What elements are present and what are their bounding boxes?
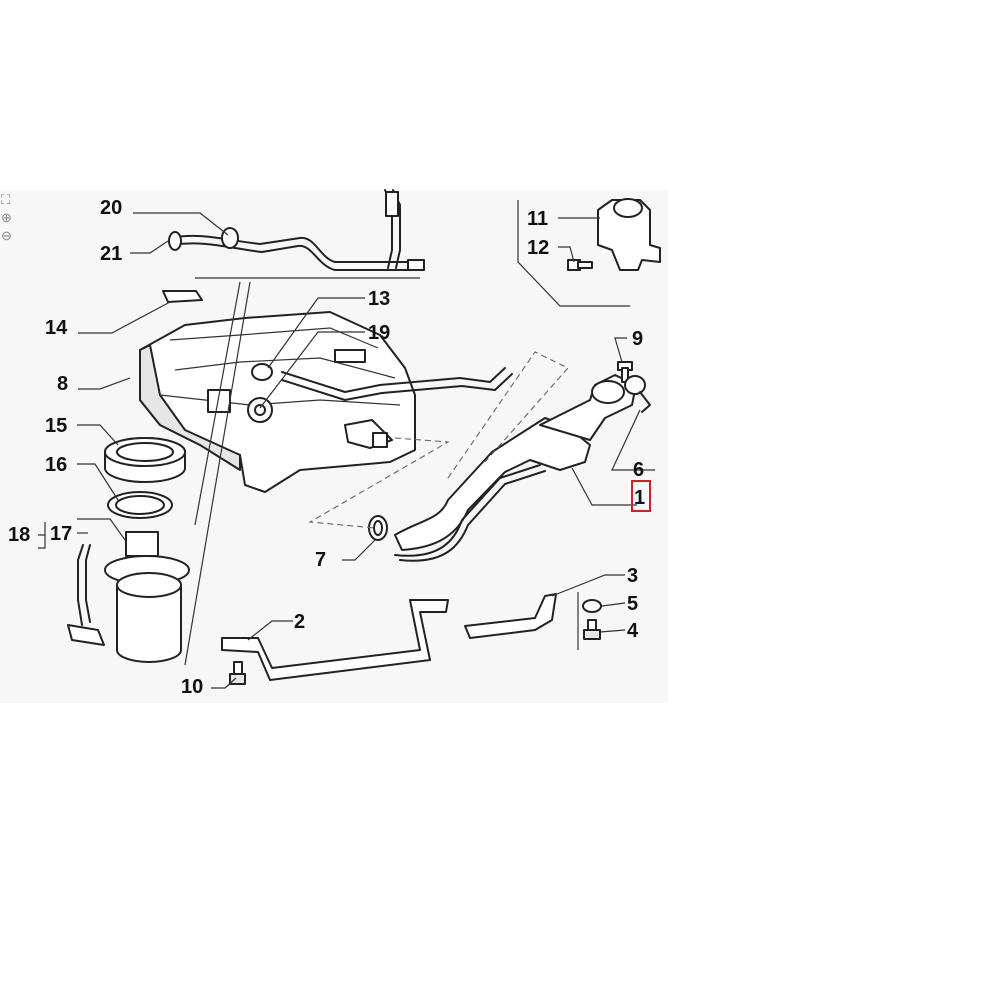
grouping-brackets — [38, 200, 630, 666]
viewer-toolbar: ⛶ ⊕ ⊖ — [0, 192, 12, 243]
part-16-seal — [107, 491, 173, 519]
callout-9[interactable]: 9 — [632, 328, 643, 350]
callout-2[interactable]: 2 — [294, 611, 305, 633]
callout-20[interactable]: 20 — [100, 197, 122, 219]
zoom-out-icon[interactable]: ⊖ — [1, 228, 12, 243]
callout-7[interactable]: 7 — [315, 549, 326, 571]
callout-13[interactable]: 13 — [368, 288, 390, 310]
callout-15[interactable]: 15 — [45, 415, 67, 437]
part-5-nut — [582, 599, 602, 613]
callout-14[interactable]: 14 — [45, 317, 68, 339]
callout-labels: 1 2 3 4 5 6 7 8 9 10 11 12 13 14 15 16 1… — [8, 197, 645, 698]
selected-callout-highlight — [631, 480, 651, 512]
callout-18[interactable]: 18 — [8, 524, 30, 546]
part-4-bolt — [583, 619, 601, 640]
part-6-filler-cap — [624, 375, 651, 413]
part-11-valve — [597, 198, 661, 271]
part-17-fuel-pump-module — [67, 531, 190, 663]
fuel-vapour-pipes — [168, 189, 425, 271]
callout-4[interactable]: 4 — [627, 620, 639, 642]
part-1-filler-neck — [394, 374, 637, 562]
callout-5[interactable]: 5 — [627, 593, 638, 615]
part-2-tank-strap — [221, 599, 449, 681]
callout-10[interactable]: 10 — [181, 676, 203, 698]
callout-12[interactable]: 12 — [527, 237, 549, 259]
callout-19[interactable]: 19 — [368, 322, 390, 344]
part-15-locking-ring — [104, 437, 186, 483]
callout-17[interactable]: 17 — [50, 523, 72, 545]
leader-lines — [77, 212, 655, 689]
callout-11[interactable]: 11 — [527, 208, 548, 230]
part-8-fuel-tank — [139, 311, 513, 493]
callout-8[interactable]: 8 — [57, 373, 68, 395]
reference-lines — [308, 351, 569, 529]
callout-21[interactable]: 21 — [100, 243, 122, 265]
callout-1[interactable]: 1 — [634, 487, 645, 509]
part-7-clamp — [368, 515, 388, 541]
fit-to-window-icon[interactable]: ⛶ — [0, 192, 11, 207]
part-10-bolt — [229, 661, 246, 685]
callout-16[interactable]: 16 — [45, 454, 67, 476]
callout-6[interactable]: 6 — [633, 459, 644, 481]
callout-3[interactable]: 3 — [627, 565, 638, 587]
part-12-screw — [567, 259, 593, 271]
part-3-tank-strap — [464, 593, 557, 639]
zoom-in-icon[interactable]: ⊕ — [1, 210, 12, 225]
part-14-pad — [162, 290, 203, 303]
